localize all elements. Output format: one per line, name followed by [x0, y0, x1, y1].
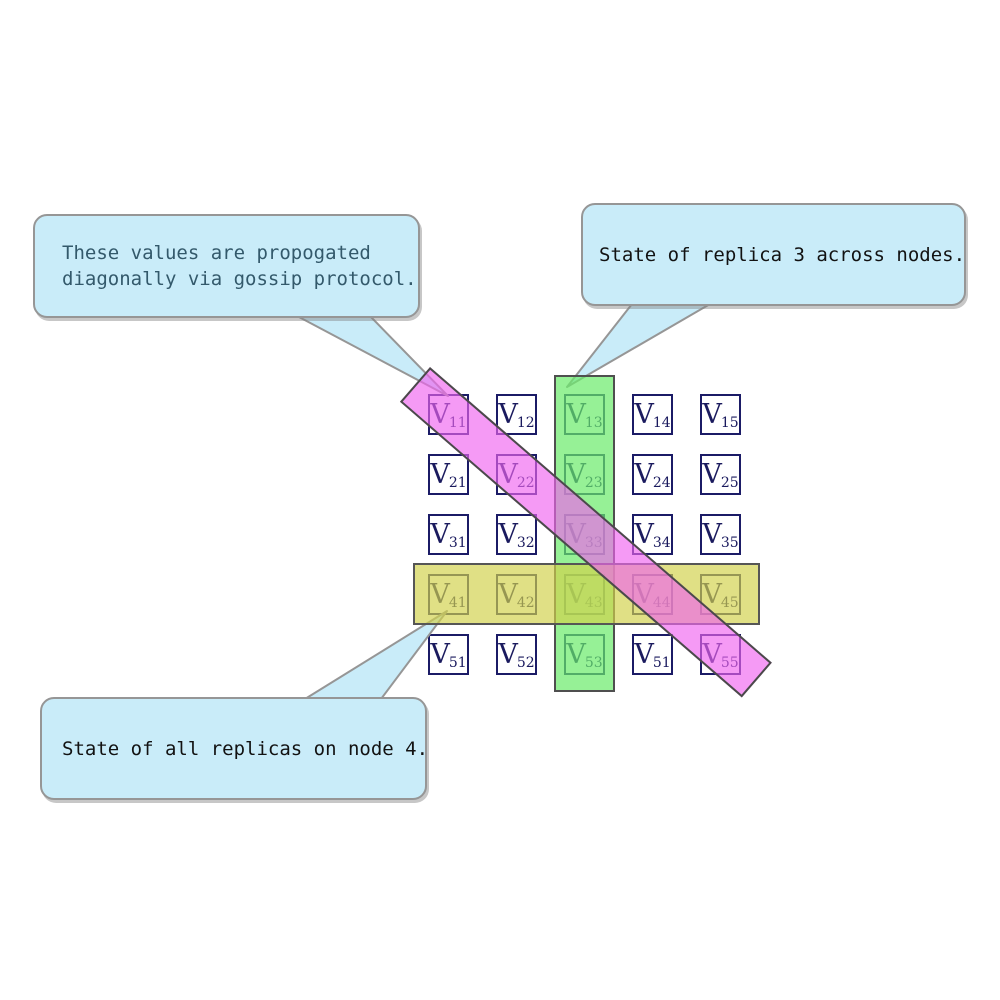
cell-letter: V: [634, 399, 654, 430]
cell-letter: V: [702, 399, 722, 430]
cell-subscript: 52: [516, 654, 535, 671]
cell-letter: V: [430, 519, 450, 550]
cell-subscript: 31: [448, 534, 467, 551]
cell-letter: V: [430, 459, 450, 490]
callout-text-line: State of replica 3 across nodes.: [599, 243, 966, 266]
cell-subscript: 32: [516, 534, 535, 551]
cell-letter: V: [634, 519, 654, 550]
cell-letter: V: [498, 519, 518, 550]
cell-letter: V: [702, 459, 722, 490]
cell-subscript: 24: [652, 474, 671, 491]
cell-letter: V: [702, 519, 722, 550]
cell-letter: V: [430, 639, 450, 670]
callout-node4: State of all replicas on node 4.: [40, 697, 429, 800]
callout-text-line: diagonally via gossip protocol.: [62, 268, 417, 290]
cell-letter: V: [634, 459, 654, 490]
cell-subscript: 12: [516, 414, 535, 431]
cell-subscript: 25: [720, 474, 739, 491]
callout-text-line: These values are propogated: [62, 242, 371, 264]
cell-letter: V: [498, 399, 518, 430]
cell-subscript: 35: [720, 534, 739, 551]
cell-subscript: 15: [720, 414, 739, 431]
cell-subscript: 14: [652, 414, 671, 431]
callout-replica3: State of replica 3 across nodes.: [581, 203, 966, 306]
cell-letter: V: [498, 639, 518, 670]
cell-letter: V: [634, 639, 654, 670]
cell-subscript: 34: [652, 534, 671, 551]
cell-subscript: 21: [448, 474, 467, 491]
cell-subscript: 51: [652, 654, 671, 671]
cell-subscript: 51: [448, 654, 467, 671]
callout-text-line: State of all replicas on node 4.: [62, 737, 429, 760]
callout-gossip: These values are propogated diagonally v…: [33, 214, 420, 318]
